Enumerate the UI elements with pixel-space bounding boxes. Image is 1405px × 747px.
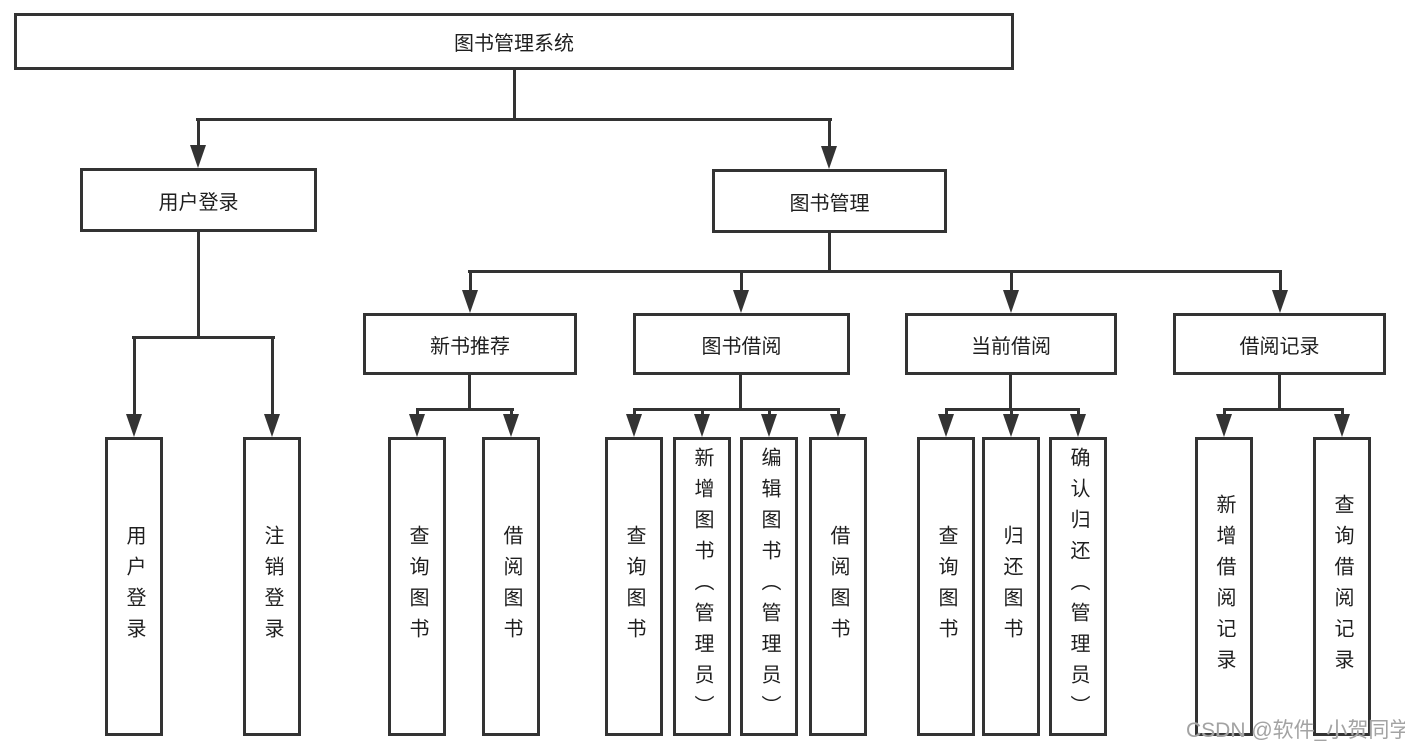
leaf-add-borrow-record-label: 新增借阅记录 <box>1213 493 1235 680</box>
arrow-down-icon <box>1216 414 1232 437</box>
arrow-down-icon <box>126 414 142 437</box>
connector-line <box>828 118 831 146</box>
arrow-down-icon <box>503 414 519 437</box>
leaf-query-books-recommend: 查询图书 <box>388 437 446 736</box>
connector-line <box>197 232 200 336</box>
node-current-borrow: 当前借阅 <box>905 313 1117 375</box>
node-book-borrow-label: 图书借阅 <box>701 335 782 358</box>
leaf-add-books-admin-label: 新增图书（管理员） <box>691 447 713 726</box>
connector-line <box>271 336 274 414</box>
connector-line <box>196 118 832 121</box>
leaf-query-books-recommend-label: 查询图书 <box>406 524 428 649</box>
connector-line <box>1341 408 1344 414</box>
leaf-confirm-return-admin: 确认归还（管理员） <box>1049 437 1107 736</box>
connector-line <box>1279 270 1282 290</box>
connector-line <box>837 408 840 414</box>
connector-line <box>1009 375 1012 408</box>
leaf-user-login-label: 用户登录 <box>123 524 145 649</box>
connector-line <box>416 408 419 414</box>
leaf-query-books-current-label: 查询图书 <box>935 524 957 649</box>
node-root: 图书管理系统 <box>14 13 1014 70</box>
connector-line <box>1223 408 1226 414</box>
leaf-borrow-books-recommend-label: 借阅图书 <box>500 524 522 649</box>
connector-line <box>197 118 200 145</box>
arrow-down-icon <box>1003 290 1019 313</box>
arrow-down-icon <box>1003 414 1019 437</box>
node-borrow-records: 借阅记录 <box>1173 313 1386 375</box>
arrow-down-icon <box>409 414 425 437</box>
node-book-borrow: 图书借阅 <box>633 313 850 375</box>
arrow-down-icon <box>694 414 710 437</box>
connector-line <box>1010 408 1013 414</box>
leaf-edit-books-admin: 编辑图书（管理员） <box>740 437 798 736</box>
leaf-query-borrow-record: 查询借阅记录 <box>1313 437 1371 736</box>
arrow-down-icon <box>938 414 954 437</box>
node-current-borrow-label: 当前借阅 <box>971 335 1051 358</box>
connector-line <box>701 408 704 414</box>
connector-line <box>416 408 514 411</box>
arrow-down-icon <box>264 414 280 437</box>
leaf-logout-label: 注销登录 <box>261 524 283 649</box>
connector-line <box>469 270 472 290</box>
arrow-down-icon <box>1272 290 1288 313</box>
node-book-management-label: 图书管理 <box>789 192 870 215</box>
leaf-add-borrow-record: 新增借阅记录 <box>1195 437 1253 736</box>
arrow-down-icon <box>761 414 777 437</box>
connector-line <box>133 336 136 414</box>
leaf-query-books-borrow: 查询图书 <box>605 437 663 736</box>
connector-line <box>513 70 516 118</box>
connector-line <box>468 375 471 408</box>
connector-line <box>510 408 513 414</box>
arrow-down-icon <box>821 146 837 169</box>
arrow-down-icon <box>626 414 642 437</box>
connector-line <box>468 270 1282 273</box>
node-new-book-recommend: 新书推荐 <box>363 313 577 375</box>
node-new-book-recommend-label: 新书推荐 <box>430 335 510 358</box>
csdn-watermark: CSDN @软件_小贺同学 <box>1186 719 1405 742</box>
connector-line <box>1278 375 1281 408</box>
arrow-down-icon <box>733 290 749 313</box>
arrow-down-icon <box>1070 414 1086 437</box>
connector-line <box>633 408 636 414</box>
leaf-logout: 注销登录 <box>243 437 301 736</box>
leaf-user-login: 用户登录 <box>105 437 163 736</box>
leaf-borrow-books-recommend: 借阅图书 <box>482 437 540 736</box>
leaf-add-books-admin: 新增图书（管理员） <box>673 437 731 736</box>
connector-line <box>740 270 743 290</box>
connector-line <box>1077 408 1080 414</box>
connector-line <box>945 408 948 414</box>
leaf-edit-books-admin-label: 编辑图书（管理员） <box>758 447 780 726</box>
node-root-label: 图书管理系统 <box>454 33 574 55</box>
leaf-borrow-books-label: 借阅图书 <box>827 524 849 649</box>
leaf-return-books: 归还图书 <box>982 437 1040 736</box>
leaf-query-books-borrow-label: 查询图书 <box>623 524 645 649</box>
arrow-down-icon <box>1334 414 1350 437</box>
connector-line <box>1010 270 1013 290</box>
node-user-login: 用户登录 <box>80 168 317 232</box>
leaf-borrow-books: 借阅图书 <box>809 437 867 736</box>
leaf-confirm-return-admin-label: 确认归还（管理员） <box>1067 447 1089 726</box>
connector-line <box>132 336 275 339</box>
leaf-query-borrow-record-label: 查询借阅记录 <box>1331 493 1353 680</box>
connector-line <box>633 408 839 411</box>
connector-line <box>828 233 831 270</box>
node-user-login-label: 用户登录 <box>158 191 239 214</box>
connector-line <box>1223 408 1344 411</box>
node-book-management: 图书管理 <box>712 169 947 233</box>
arrow-down-icon <box>830 414 846 437</box>
arrow-down-icon <box>190 145 206 168</box>
connector-line <box>768 408 771 414</box>
leaf-return-books-label: 归还图书 <box>1000 524 1022 649</box>
leaf-query-books-current: 查询图书 <box>917 437 975 736</box>
node-borrow-records-label: 借阅记录 <box>1239 335 1320 358</box>
arrow-down-icon <box>462 290 478 313</box>
connector-line <box>739 375 742 408</box>
